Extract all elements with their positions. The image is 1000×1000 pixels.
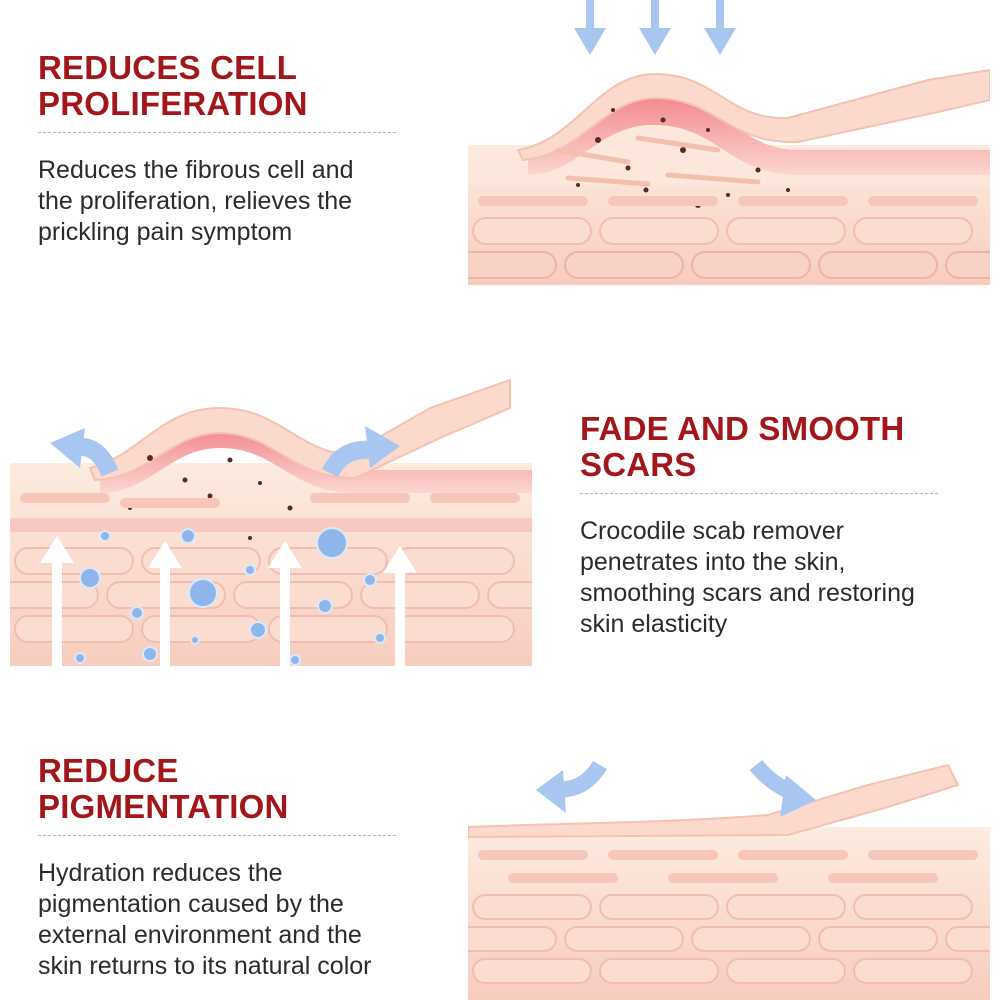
section-1-illustration [468, 0, 990, 285]
skin-diagram-3 [468, 759, 990, 1000]
section-1-text: REDUCES CELL PROLIFERATION Reduces the f… [38, 50, 418, 248]
section-1-heading: REDUCES CELL PROLIFERATION [38, 50, 418, 122]
section-2-heading-line2: SCARS [580, 446, 697, 483]
section-3-body: Hydration reduces the pigmentation cause… [38, 858, 438, 982]
section-2-divider [580, 493, 938, 494]
section-2-body: Crocodile scab remover penetrates into t… [580, 516, 980, 640]
pressure-arrows [574, 0, 736, 55]
section-3-text: REDUCE PIGMENTATION Hydration reduces th… [38, 753, 438, 982]
scar-patch [88, 378, 511, 482]
section-2-body-line3: smoothing scars and restoring [580, 579, 915, 607]
curved-arrow-right-head [365, 426, 400, 468]
cell-row-2 [472, 217, 973, 245]
skin-diagram-2 [10, 378, 532, 666]
section-3-divider [38, 835, 396, 836]
cell-rows [468, 894, 990, 984]
curved-arrow-left-head [50, 428, 85, 468]
cell-row-1 [478, 196, 978, 206]
curved-arrow-left-head [536, 770, 566, 813]
scar-bulge [528, 89, 990, 175]
cell-row-1 [478, 850, 978, 883]
section-3-heading: REDUCE PIGMENTATION [38, 753, 438, 825]
dermis-band [10, 518, 532, 532]
section-2-body-line2: penetrates into the skin, [580, 548, 846, 576]
section-3-body-line1: Hydration reduces the [38, 859, 283, 887]
section-3-body-line4: skin returns to its natural color [38, 952, 372, 980]
penetration-arrows [40, 536, 417, 666]
section-2-body-line1: Crocodile scab remover [580, 517, 844, 545]
fibrous-cells [555, 135, 761, 187]
section-1-divider [38, 132, 396, 133]
section-3-body-line3: external environment and the [38, 921, 362, 949]
section-2-illustration [10, 368, 532, 666]
scar-patch [468, 763, 960, 839]
section-3-heading-line1: REDUCE [38, 752, 179, 789]
cell-row-1 [20, 493, 520, 508]
curved-arrow-right-head [780, 775, 816, 817]
section-2-heading: FADE AND SMOOTH SCARS [580, 411, 980, 483]
section-1-body-line1: Reduces the fibrous cell and [38, 156, 354, 184]
skin-diagram-1 [468, 0, 990, 285]
cell-rows [10, 547, 532, 643]
section-1-body: Reduces the fibrous cell and the prolife… [38, 155, 418, 248]
section-2-body-line4: skin elasticity [580, 610, 728, 638]
scar-bulge [100, 423, 532, 493]
section-3-illustration [468, 745, 990, 1000]
section-2-text: FADE AND SMOOTH SCARS Crocodile scab rem… [580, 411, 980, 640]
section-1-body-line2: the proliferation, relieves the [38, 187, 353, 215]
section-3-heading-line2: PIGMENTATION [38, 788, 289, 825]
pigment-dots [128, 455, 293, 540]
section-1-body-line3: prickling pain symptom [38, 218, 293, 246]
section-2-heading-line1: FADE AND SMOOTH [580, 410, 905, 447]
cell-row-3 [468, 251, 990, 279]
dermis-top [468, 125, 990, 185]
pigment-dots [576, 108, 790, 208]
hydration-bubbles [74, 527, 386, 666]
section-3-body-line2: pigmentation caused by the [38, 890, 344, 918]
section-1-heading-line1: REDUCES CELL [38, 49, 298, 86]
section-1-heading-line2: PROLIFERATION [38, 85, 308, 122]
